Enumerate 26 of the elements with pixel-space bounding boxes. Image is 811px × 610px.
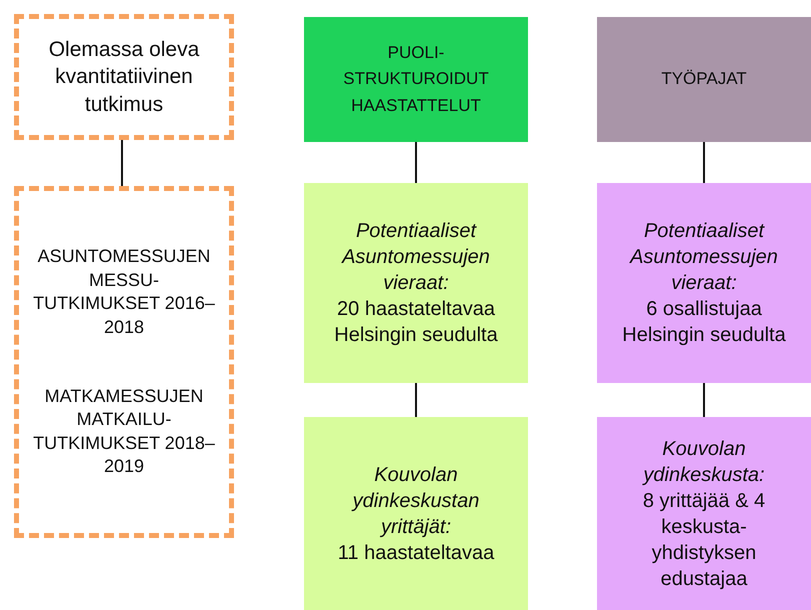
content-box xyxy=(597,183,811,383)
connector-line xyxy=(703,142,705,183)
group-heading: Potentiaaliset Asuntomessujen vieraat: xyxy=(340,219,491,296)
node-text: Olemassa oleva kvantitatiivinen tutkimus xyxy=(48,37,200,118)
dashed-box xyxy=(14,186,234,538)
connector-line xyxy=(121,140,123,186)
header-text: TYÖPAJAT xyxy=(661,68,747,90)
node-text: ASUNTOMESSUJEN MESSU-TUTKIMUKSET 2016–2018 xyxy=(33,245,215,339)
content-box xyxy=(597,417,811,610)
node-text: 11 haastateltavaa xyxy=(338,540,494,566)
dashed-box xyxy=(14,14,234,140)
node-text: 20 haastateltavaa Helsingin seudulta xyxy=(333,297,499,348)
connector-line xyxy=(703,383,705,417)
node-text: 8 yrittäjää & 4 keskusta-yhdistyksen edustajaa xyxy=(642,488,766,592)
content-box xyxy=(304,417,528,610)
header-box xyxy=(304,17,528,142)
connector-line xyxy=(415,383,417,417)
header-box xyxy=(597,17,811,142)
node-text: 6 osallistujaa Helsingin seudulta xyxy=(621,297,787,348)
header-text: PUOLI-STRUKTUROIDUT HAASTATTELUT xyxy=(342,42,490,117)
group-heading: Potentiaaliset Asuntomessujen vieraat: xyxy=(628,219,779,296)
connector-line xyxy=(415,142,417,183)
content-box xyxy=(304,183,528,383)
group-heading: Kouvolan ydinkeskusta: xyxy=(641,436,766,488)
group-heading: Kouvolan ydinkeskustan yrittäjät: xyxy=(350,462,480,540)
node-text: MATKAMESSUJEN MATKAILU-TUTKIMUKSET 2018–2019 xyxy=(33,385,215,478)
